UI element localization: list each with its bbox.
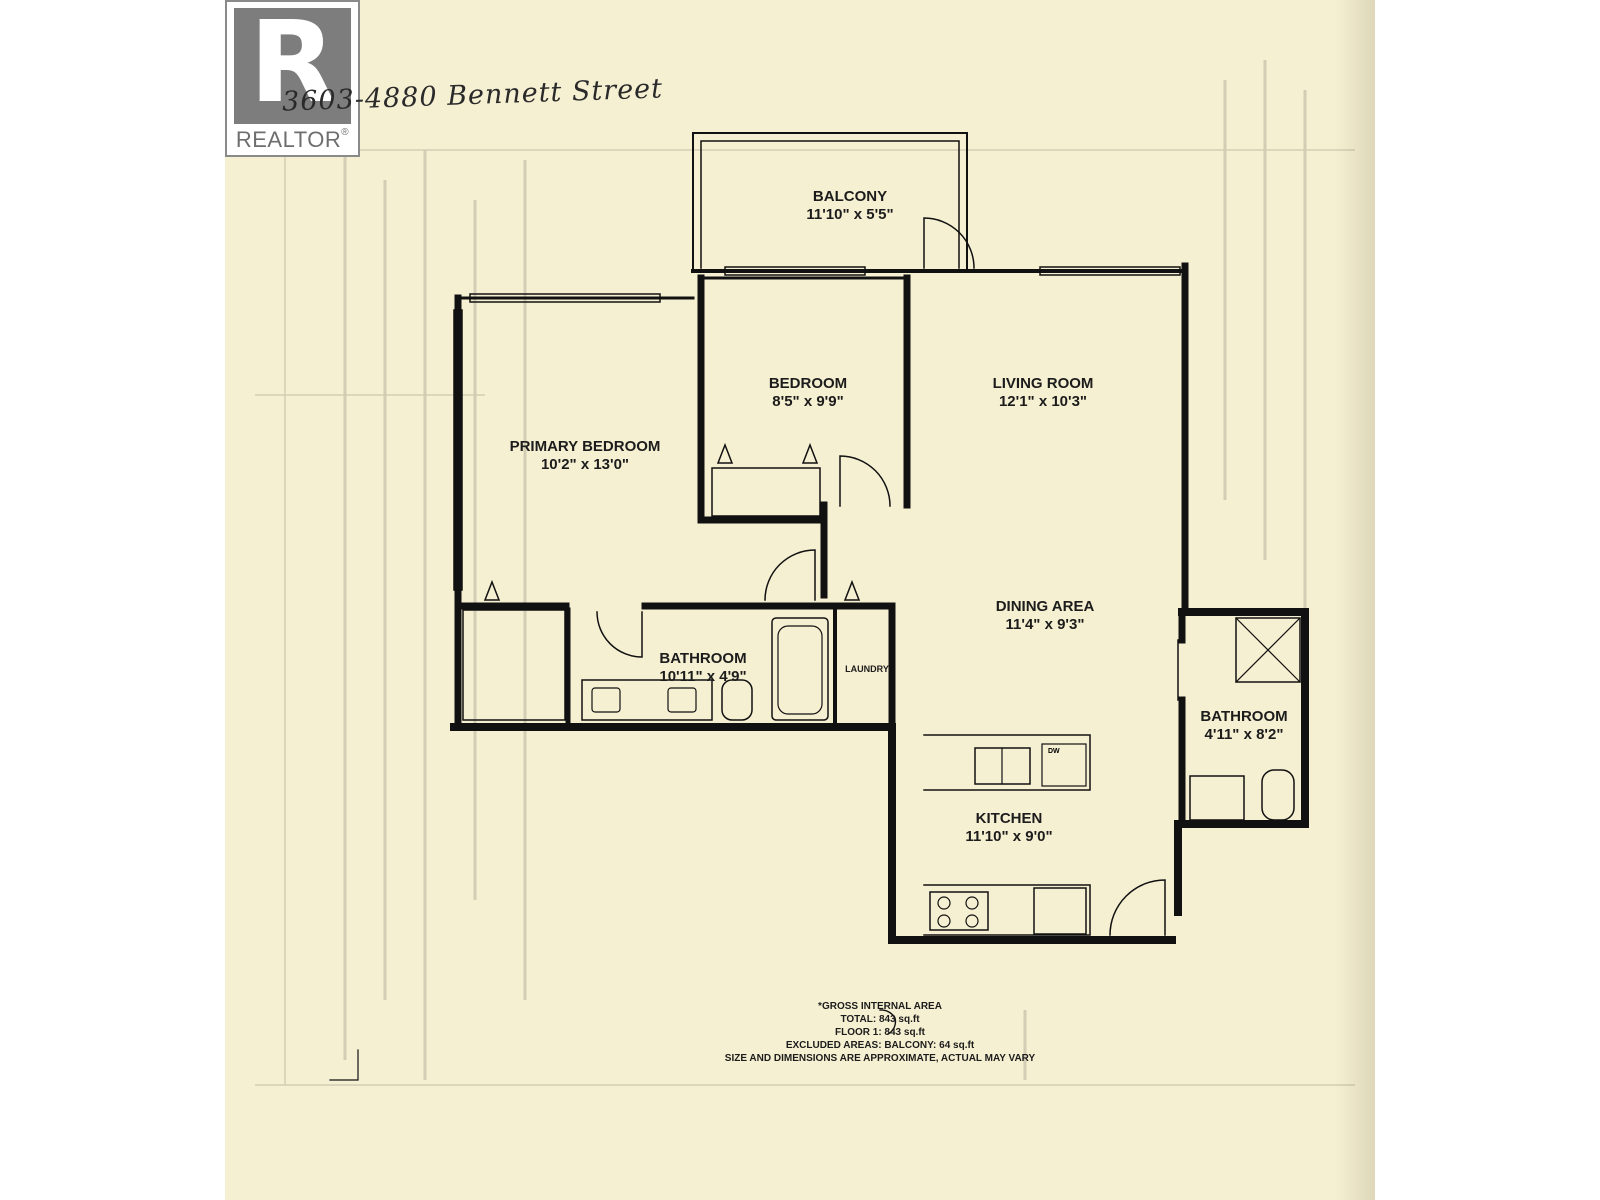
door-primary <box>764 549 816 601</box>
balcony-inner-outline <box>700 140 960 269</box>
door-main-bath <box>596 611 643 658</box>
window-west-primary <box>453 309 463 591</box>
door-balcony <box>923 217 975 269</box>
window-north-primary <box>469 293 661 303</box>
kitchen-upper-counter <box>923 734 1091 791</box>
main-bath-toilet <box>721 679 753 721</box>
realtor-logo: R REALTOR® <box>225 0 360 157</box>
realtor-wordmark: REALTOR® <box>235 127 350 152</box>
bleed-through-lines <box>255 60 1355 1086</box>
ensuite-wall <box>1174 608 1309 916</box>
stove <box>929 891 989 931</box>
balcony-outline <box>692 132 968 269</box>
dishwasher-label: DW <box>1048 748 1060 755</box>
door-bedroom <box>839 455 891 507</box>
ensuite-toilet <box>1261 769 1295 821</box>
area-heading: *GROSS INTERNAL AREA <box>818 1001 942 1012</box>
room-laundry: LAUNDRY <box>845 664 889 674</box>
paper-edge-shadow <box>1335 0 1375 1200</box>
dishwasher <box>1041 743 1087 787</box>
area-total: TOTAL: 843 sq.ft <box>840 1014 920 1025</box>
north-arrow <box>329 1049 359 1081</box>
realtor-r-mark: R <box>234 2 351 124</box>
door-entry <box>1109 879 1166 936</box>
window-north-living <box>1039 266 1181 276</box>
area-excluded: EXCLUDED AREAS: BALCONY: 64 sq.ft <box>785 1040 975 1051</box>
bedroom-closet <box>711 467 821 517</box>
area-floor: FLOOR 1: 843 sq.ft <box>834 1027 925 1038</box>
main-bath-vanity <box>581 679 713 721</box>
primary-closet <box>462 609 566 721</box>
kitchen-lower-counter <box>923 884 1091 936</box>
fridge <box>1033 887 1087 935</box>
window-north-bedroom <box>724 266 866 276</box>
area-disclaimer: SIZE AND DIMENSIONS ARE APPROXIMATE, ACT… <box>724 1053 1036 1064</box>
area-summary: *GROSS INTERNAL AREA TOTAL: 843 sq.ft FL… <box>725 1000 1035 1065</box>
ensuite-shower <box>1235 617 1301 683</box>
bathtub <box>771 617 829 721</box>
bedroom-wall-west <box>697 274 828 524</box>
ensuite-sink <box>1189 775 1245 821</box>
